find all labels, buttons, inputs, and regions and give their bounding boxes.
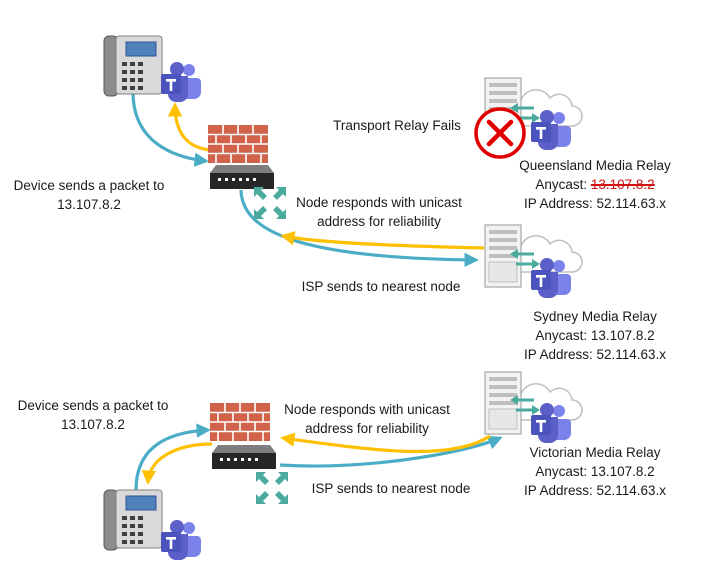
- top-device-label: Device sends a packet to 13.107.8.2: [0, 176, 178, 214]
- anycast-struck-value: 13.107.8.2: [590, 177, 655, 192]
- relay-anycast: Anycast: 13.107.8.2: [535, 464, 655, 479]
- relay-name: Sydney Media Relay: [533, 309, 657, 324]
- router-icon: [212, 445, 276, 469]
- sydney-relay-label: Sydney Media Relay Anycast: 13.107.8.2 I…: [500, 307, 690, 364]
- relay-anycast: Anycast: 13.107.8.2: [535, 177, 655, 192]
- sydney-relay-icon: [484, 224, 583, 298]
- sydney-to-firewall-arrow: [280, 231, 485, 250]
- firewall-to-device-arrow: [141, 442, 213, 485]
- device-label-line2: 13.107.8.2: [61, 417, 125, 432]
- bottom-device-label: Device sends a packet to 13.107.8.2: [4, 396, 182, 434]
- device-to-firewall-arrow: [131, 91, 209, 167]
- teams-icon: [161, 62, 201, 102]
- node-label-line2: address for reliability: [317, 214, 441, 229]
- relay-anycast: Anycast: 13.107.8.2: [535, 328, 655, 343]
- bottom-node-label: Node responds with unicast address for r…: [274, 400, 460, 438]
- relay-ip: IP Address: 52.114.63.x: [523, 483, 667, 498]
- teams-icon: [161, 520, 201, 560]
- node-label-line1: Node responds with unicast: [284, 402, 450, 417]
- node-label-line2: address for reliability: [305, 421, 429, 436]
- queensland-relay-label: Queensland Media Relay Anycast: 13.107.8…: [500, 156, 690, 213]
- firewall-icon: [207, 124, 269, 164]
- relay-name: Queensland Media Relay: [519, 158, 671, 173]
- device-label-line1: Device sends a packet to: [17, 398, 169, 413]
- relay-ip: IP Address: 52.114.63.x: [523, 347, 667, 362]
- failure-x-icon: [474, 107, 526, 159]
- victorian-to-firewall-arrow: [280, 432, 491, 454]
- node-label-line1: Node responds with unicast: [296, 195, 462, 210]
- relay-name: Victorian Media Relay: [529, 445, 661, 460]
- device-label-line2: 13.107.8.2: [57, 197, 121, 212]
- queensland-relay-icon: [474, 77, 583, 159]
- top-isp-label: ISP sends to nearest node: [301, 279, 461, 294]
- router-icon: [210, 165, 274, 189]
- network-node-icon: [254, 187, 286, 219]
- relay-ip: IP Address: 52.114.63.x: [523, 196, 667, 211]
- victorian-relay-label: Victorian Media Relay Anycast: 13.107.8.…: [500, 443, 690, 500]
- network-node-icon: [256, 472, 288, 504]
- ip-phone-icon: [103, 489, 163, 551]
- bottom-isp-label: ISP sends to nearest node: [311, 481, 471, 496]
- device-to-firewall-arrow: [134, 423, 211, 491]
- firewall-icon: [209, 402, 271, 442]
- top-node-label: Node responds with unicast address for r…: [286, 193, 472, 231]
- victorian-relay-icon: [484, 371, 583, 443]
- ip-phone-icon: [103, 35, 163, 97]
- transport-relay-fails-label: Transport Relay Fails: [333, 118, 461, 133]
- firewall-to-device-arrow: [167, 102, 211, 152]
- firewall-to-victorian-arrow: [279, 435, 503, 468]
- device-label-line1: Device sends a packet to: [13, 178, 165, 193]
